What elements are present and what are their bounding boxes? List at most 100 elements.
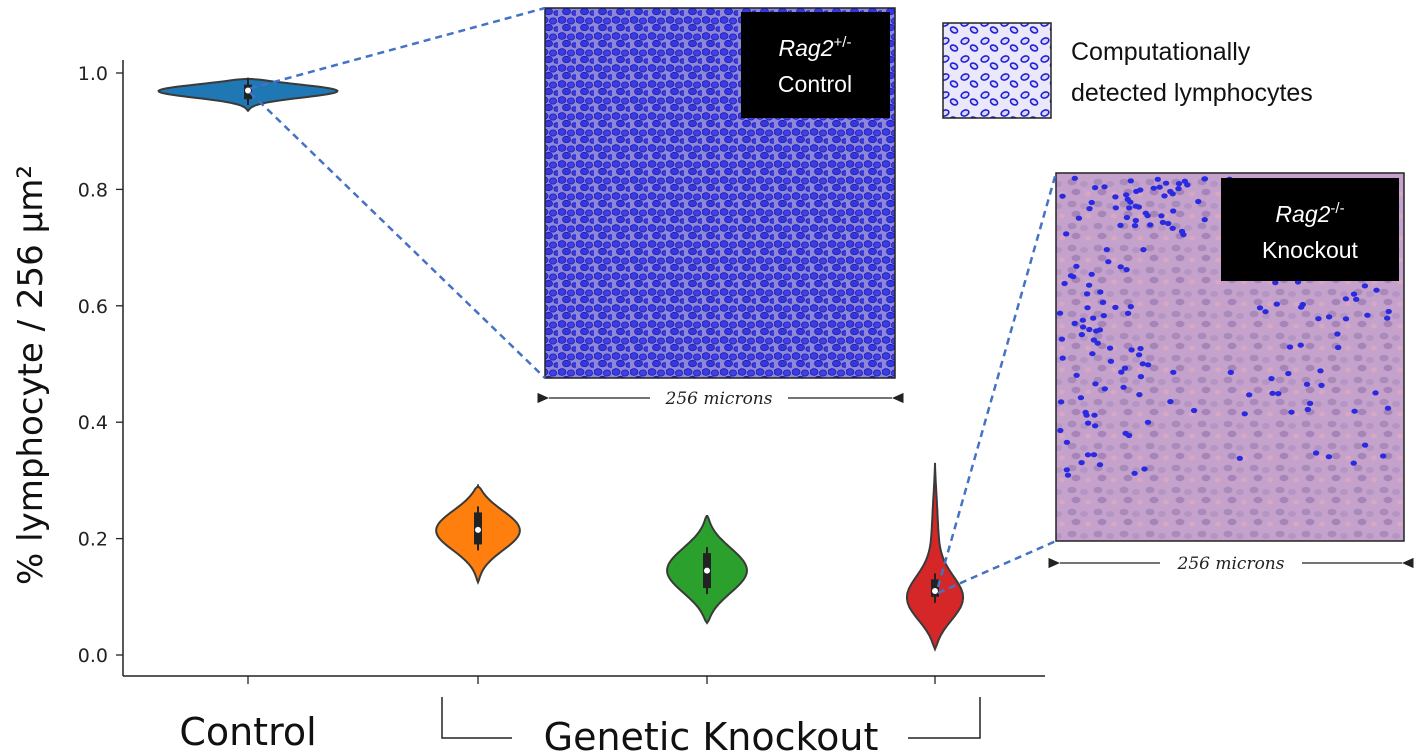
lymphocyte-nucleus (1178, 228, 1186, 234)
lymphocyte-nucleus (1061, 280, 1068, 287)
lymphocyte-nucleus (1126, 205, 1133, 211)
lymphocyte-nucleus (1127, 199, 1134, 205)
lymphocyte-nucleus (1175, 181, 1183, 187)
lymphocyte-nucleus (1137, 374, 1145, 380)
lymphocyte-nucleus (1106, 345, 1114, 351)
lymphocyte-nucleus (1167, 188, 1174, 195)
lymphocyte-nucleus (1071, 175, 1079, 181)
lymphocyte-nucleus (1373, 287, 1380, 293)
lymphocyte-nucleus (1312, 450, 1320, 456)
lymphocyte-nucleus (1156, 184, 1163, 190)
lymphocyte-nucleus (1384, 315, 1391, 321)
lymphocyte-nucleus (1089, 351, 1096, 357)
lymphocyte-nucleus (1112, 194, 1119, 200)
violin-median-dot (475, 526, 481, 533)
lymphocyte-nucleus (1084, 420, 1092, 426)
lymphocyte-nucleus (1140, 247, 1147, 253)
lymphocyte-nucleus (1107, 358, 1115, 364)
lymphocyte-nucleus (1086, 326, 1093, 333)
lymphocyte-nucleus (1118, 369, 1125, 375)
y-ticks: 0.00.20.40.60.81.0 (78, 63, 123, 667)
lymphocyte-nucleus (1057, 399, 1065, 405)
lymphocyte-nucleus (1063, 467, 1071, 473)
lymphocyte-nucleus (1112, 304, 1119, 310)
y-tick-label: 1.0 (78, 63, 108, 85)
lymphocyte-nucleus (1105, 259, 1112, 265)
leader-lines (249, 6, 1058, 595)
lymphocyte-nucleus (1385, 308, 1392, 315)
control-inset: Rag2+/- Control (544, 7, 896, 379)
lymphocyte-nucleus (1084, 305, 1091, 311)
lymphocyte-nucleus (1100, 313, 1108, 319)
lymphocyte-nucleus (1154, 176, 1162, 182)
knockout-inset: Rag2-/- Knockout (1055, 172, 1405, 542)
lymphocyte-nucleus (1101, 386, 1109, 392)
lymphocyte-nucleus (1262, 309, 1269, 315)
lymphocyte-nucleus (1097, 289, 1104, 295)
lymphocyte-nucleus (1195, 198, 1202, 205)
lymphocyte-nucleus (1350, 460, 1357, 466)
lymphocyte-nucleus (1058, 336, 1066, 342)
lymphocyte-nucleus (1059, 355, 1066, 361)
lymphocyte-nucleus (1141, 466, 1148, 472)
lymphocyte-nucleus (1236, 455, 1244, 461)
lymphocyte-nucleus (1091, 185, 1099, 191)
lymphocyte-nucleus (1144, 362, 1152, 368)
lymphocyte-nucleus (1142, 210, 1150, 216)
lymphocyte-nucleus (1084, 452, 1092, 458)
lymphocyte-nucleus (1078, 332, 1086, 338)
lymphocyte-nucleus (1268, 376, 1275, 382)
lymphocyte-nucleus (1123, 214, 1131, 221)
lymphocyte-nucleus (1304, 406, 1312, 413)
control-scale-bar: 256 microns (537, 389, 904, 409)
y-tick-label: 0.8 (78, 179, 108, 201)
lymphocyte-nucleus (1297, 342, 1304, 348)
lymphocyte-nucleus (1083, 412, 1090, 418)
lymphocyte-nucleus (1150, 185, 1157, 191)
lymphocyte-nucleus (1132, 217, 1140, 224)
control-inset-gene: Rag2+/- (779, 34, 852, 61)
lymphocyte-nucleus (1063, 439, 1071, 445)
lymphocyte-nucleus (1275, 391, 1282, 397)
lymphocyte-nucleus (1073, 372, 1080, 378)
lymphocyte-nucleus (1077, 395, 1085, 401)
lymphocyte-nucleus (1372, 390, 1379, 396)
lymphocyte-nucleus (1227, 369, 1235, 375)
lymphocyte-nucleus (1342, 316, 1350, 322)
lymphocyte-nucleus (1079, 324, 1087, 330)
lymphocyte-nucleus (1288, 409, 1295, 415)
lymphocyte-nucleus (1137, 187, 1144, 193)
leader-line (937, 539, 1057, 595)
lymphocyte-nucleus (1175, 186, 1182, 192)
x-label-knockout: Genetic Knockout (544, 715, 879, 754)
lymphocyte-nucleus (1093, 328, 1100, 334)
violin-median-dot (245, 87, 251, 94)
lymphocyte-nucleus (1181, 178, 1189, 184)
lymphocyte-nucleus (1063, 231, 1070, 237)
lymphocyte-nucleus (1190, 407, 1198, 414)
lymphocyte-nucleus (1315, 316, 1322, 322)
lymphocyte-nucleus (1057, 427, 1064, 434)
lymphocyte-nucleus (1201, 176, 1208, 182)
y-tick-label: 0.6 (78, 296, 108, 318)
lymphocyte-nucleus (1306, 400, 1314, 406)
lymphocyte-nucleus (1272, 280, 1279, 286)
lymphocyte-nucleus (1269, 390, 1276, 396)
lymphocyte-nucleus (1083, 291, 1091, 297)
lymphocyte-nucleus (1139, 361, 1147, 367)
lymphocyte-nucleus (1073, 263, 1080, 269)
lymphocyte-nucleus (1078, 460, 1085, 466)
lymphocyte-nucleus (1170, 208, 1177, 214)
knockout-scale-text: 256 microns (1177, 554, 1285, 574)
lymphocyte-nucleus (1088, 199, 1095, 206)
knockout-inset-gene: Rag2-/- (1275, 200, 1344, 227)
lymphocyte-nucleus (1135, 352, 1143, 358)
lymphocyte-nucleus (1334, 331, 1341, 337)
lymphocyte-nucleus (1059, 193, 1066, 199)
y-tick-label: 0.0 (78, 645, 108, 667)
lymphocyte-nucleus (1075, 215, 1083, 221)
lymphocyte-nucleus (1161, 193, 1168, 199)
lymphocyte-nucleus (1303, 381, 1311, 387)
lymphocyte-nucleus (1325, 314, 1333, 320)
